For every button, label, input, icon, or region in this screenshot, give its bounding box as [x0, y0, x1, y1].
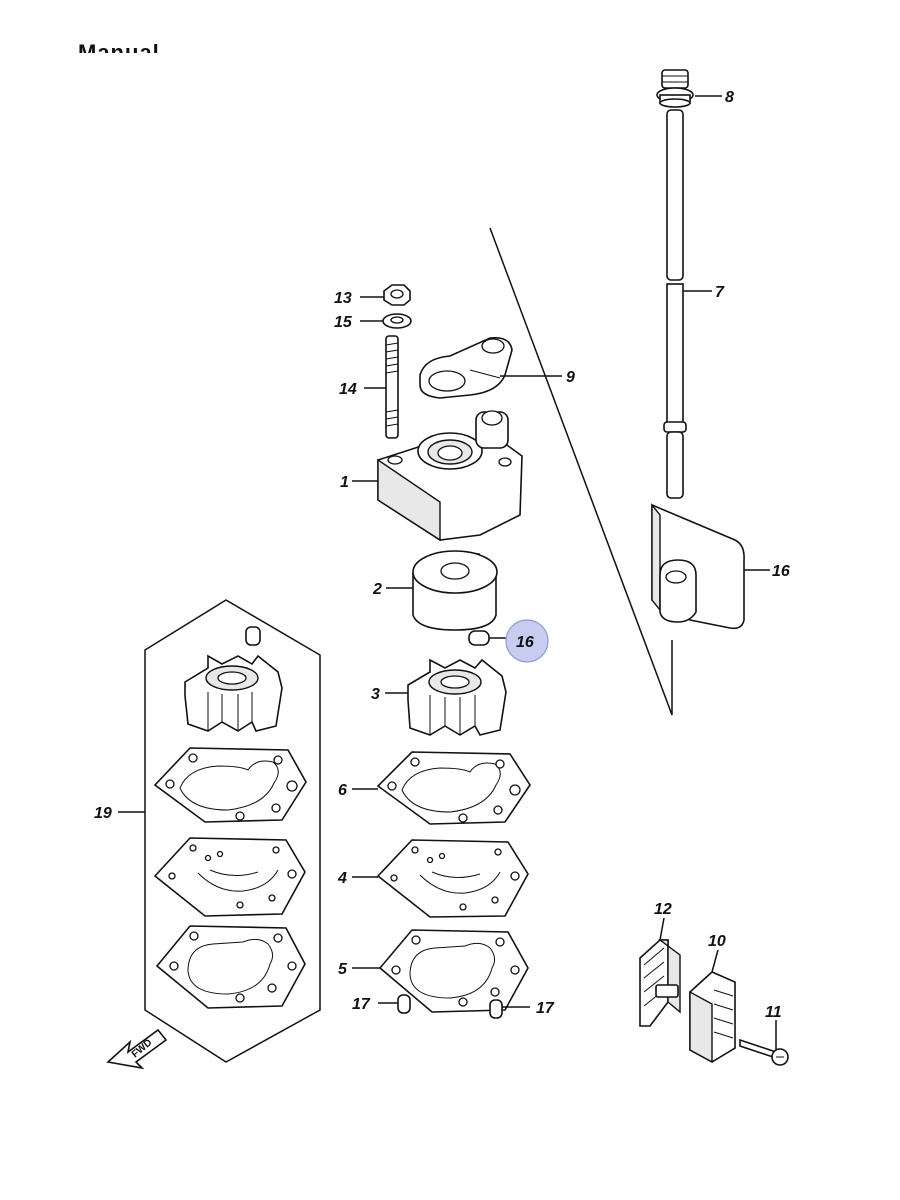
label-part-10[interactable]: 10 [708, 933, 726, 950]
part-11-clip[interactable] [639, 939, 681, 1027]
part-17-pin-right[interactable] [489, 999, 503, 1019]
part-9-tube-guide[interactable] [419, 336, 513, 399]
part-7-water-tube[interactable] [663, 109, 687, 499]
page-title: Manual [78, 40, 160, 65]
part-2-impeller-housing[interactable] [412, 550, 498, 631]
label-part-8[interactable]: 8 [725, 89, 734, 106]
label-part-6[interactable]: 6 [338, 782, 347, 799]
label-part-3[interactable]: 3 [371, 686, 380, 703]
part-16-tube-seal[interactable] [651, 503, 745, 630]
part-17-pin-left[interactable] [397, 994, 411, 1014]
part-6-gasket[interactable] [376, 751, 531, 825]
part-15-washer[interactable] [382, 313, 412, 329]
label-part-11[interactable]: 12 [654, 901, 672, 918]
part-8-bushing[interactable] [656, 69, 694, 108]
label-part-17-left[interactable]: 17 [352, 996, 371, 1013]
label-part-16[interactable]: 16 [516, 634, 534, 651]
kit-bracket-line [489, 227, 673, 716]
label-part-17-right[interactable]: 17 [536, 1000, 555, 1017]
forward-arrow-icon: FWD [106, 1028, 168, 1070]
label-part-2[interactable]: 2 [372, 581, 382, 598]
label-part-12[interactable]: 11 [765, 1004, 782, 1021]
part-1-pump-case[interactable] [377, 410, 523, 542]
label-part-14[interactable]: 14 [339, 381, 357, 398]
part-16-key[interactable] [468, 630, 490, 646]
part-19-repair-kit[interactable] [144, 599, 321, 1063]
label-part-5[interactable]: 5 [338, 961, 348, 978]
part-12-screw[interactable] [739, 1038, 789, 1066]
part-10-holder[interactable] [689, 971, 736, 1064]
part-5-gasket[interactable] [378, 929, 529, 1013]
part-16-callout-highlight[interactable] [505, 619, 549, 663]
part-3-impeller[interactable] [407, 658, 507, 736]
label-part-1[interactable]: 1 [340, 474, 349, 491]
label-part-9[interactable]: 9 [566, 369, 575, 386]
label-part-7[interactable]: 7 [715, 284, 725, 301]
label-part-13[interactable]: 13 [334, 290, 352, 307]
label-part-15[interactable]: 15 [334, 314, 353, 331]
label-part-4[interactable]: 4 [337, 870, 347, 887]
part-4-plate[interactable] [376, 839, 529, 918]
part-14-stud-bolt[interactable] [385, 335, 399, 439]
label-part-16-seal[interactable]: 16 [772, 563, 790, 580]
part-13-nut[interactable] [383, 284, 411, 306]
label-part-19[interactable]: 19 [94, 805, 112, 822]
leader-lines [118, 95, 777, 1050]
